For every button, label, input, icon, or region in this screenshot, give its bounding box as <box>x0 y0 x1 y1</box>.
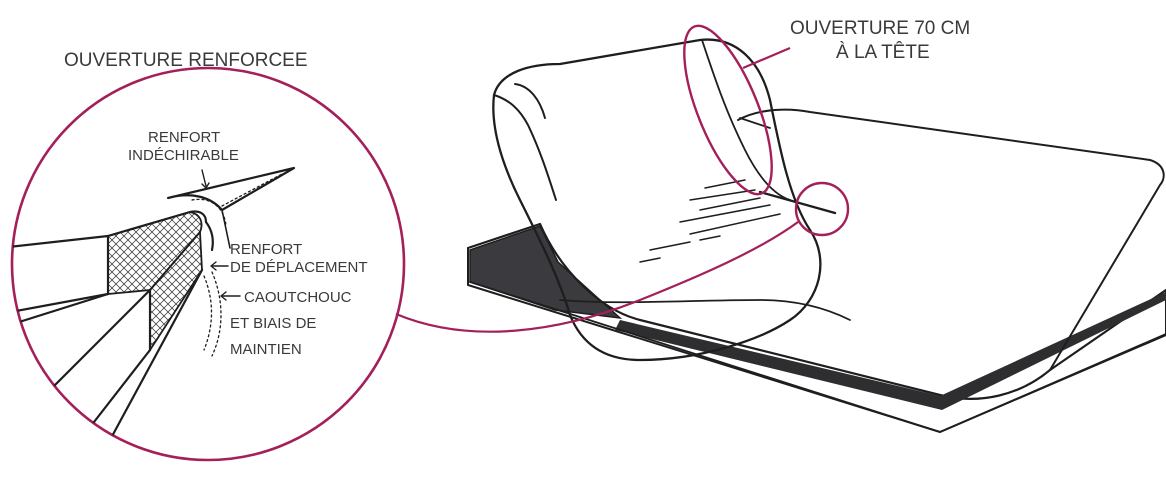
opening-detail-circle <box>794 181 850 237</box>
zoom-detail <box>12 166 296 442</box>
label-caoutchouc-line1: CAOUTCHOUC <box>244 289 352 306</box>
label-ouverture-renforcee: OUVERTURE RENFORCEE <box>64 50 308 71</box>
label-ouverture-70-line2: À LA TÊTE <box>836 41 930 63</box>
zoom-connector-line <box>395 221 799 333</box>
label-caoutchouc-line2: ET BIAIS DE <box>230 315 316 332</box>
sheet-roll-edge <box>493 94 557 201</box>
mattress-illustration <box>466 38 1166 433</box>
sheet-wrinkles <box>639 179 781 263</box>
mattress-top <box>466 222 1166 400</box>
sheet-drape-line <box>559 299 851 321</box>
zoom-circle <box>10 66 406 462</box>
label-renfort-deplacement-line2: DE DÉPLACEMENT <box>230 259 368 276</box>
sheet-fold-line <box>701 39 791 201</box>
mattress-lower-edge <box>469 281 1166 433</box>
label-renfort-indechirable-line2: INDÉCHIRABLE <box>128 147 239 164</box>
head-opening-ellipse <box>683 24 773 196</box>
label-ouverture-70-line1: OUVERTURE 70 CM <box>790 18 970 39</box>
callout-highlights <box>10 24 850 462</box>
head-opening-callout-line <box>742 46 791 70</box>
mattress-front-edge <box>615 292 1166 410</box>
label-renfort-indechirable-line1: RENFORT <box>148 129 220 146</box>
reinforcement-flap <box>166 166 296 212</box>
label-caoutchouc-line3: MAINTIEN <box>230 341 302 358</box>
label-renfort-deplacement-line1: RENFORT <box>230 241 302 258</box>
sheet-raised-head <box>492 38 822 362</box>
sheet-roll-curve <box>514 83 546 119</box>
